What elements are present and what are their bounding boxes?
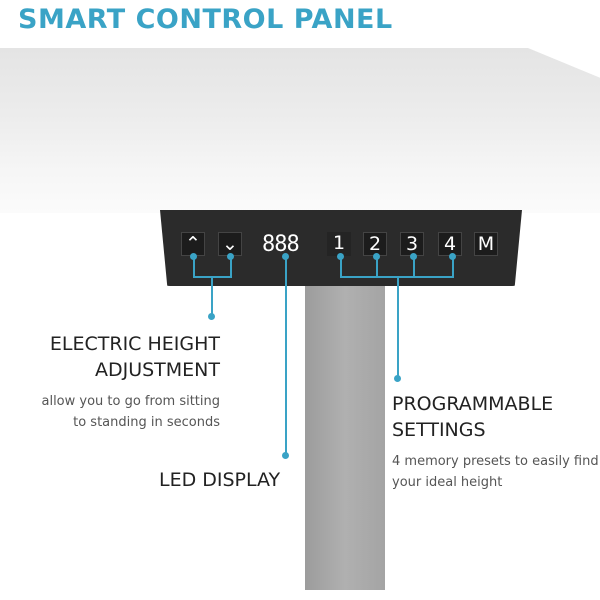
memory-button[interactable]: M [474, 232, 498, 256]
page-title: SMART CONTROL PANEL [18, 4, 393, 35]
led-display: 888 [262, 232, 300, 257]
preset-4-button[interactable]: 4 [438, 232, 462, 256]
desk-top [0, 48, 600, 213]
desk-leg [305, 280, 385, 590]
up-button[interactable]: ⌃ [181, 232, 205, 256]
chevron-down-icon: ⌄ [222, 233, 238, 255]
chevron-up-icon: ⌃ [185, 233, 201, 255]
preset-1-button[interactable]: 1 [327, 232, 351, 256]
preset-2-button[interactable]: 2 [363, 232, 387, 256]
preset-3-button[interactable]: 3 [400, 232, 424, 256]
led-heading: LED DISPLAY [159, 469, 281, 491]
